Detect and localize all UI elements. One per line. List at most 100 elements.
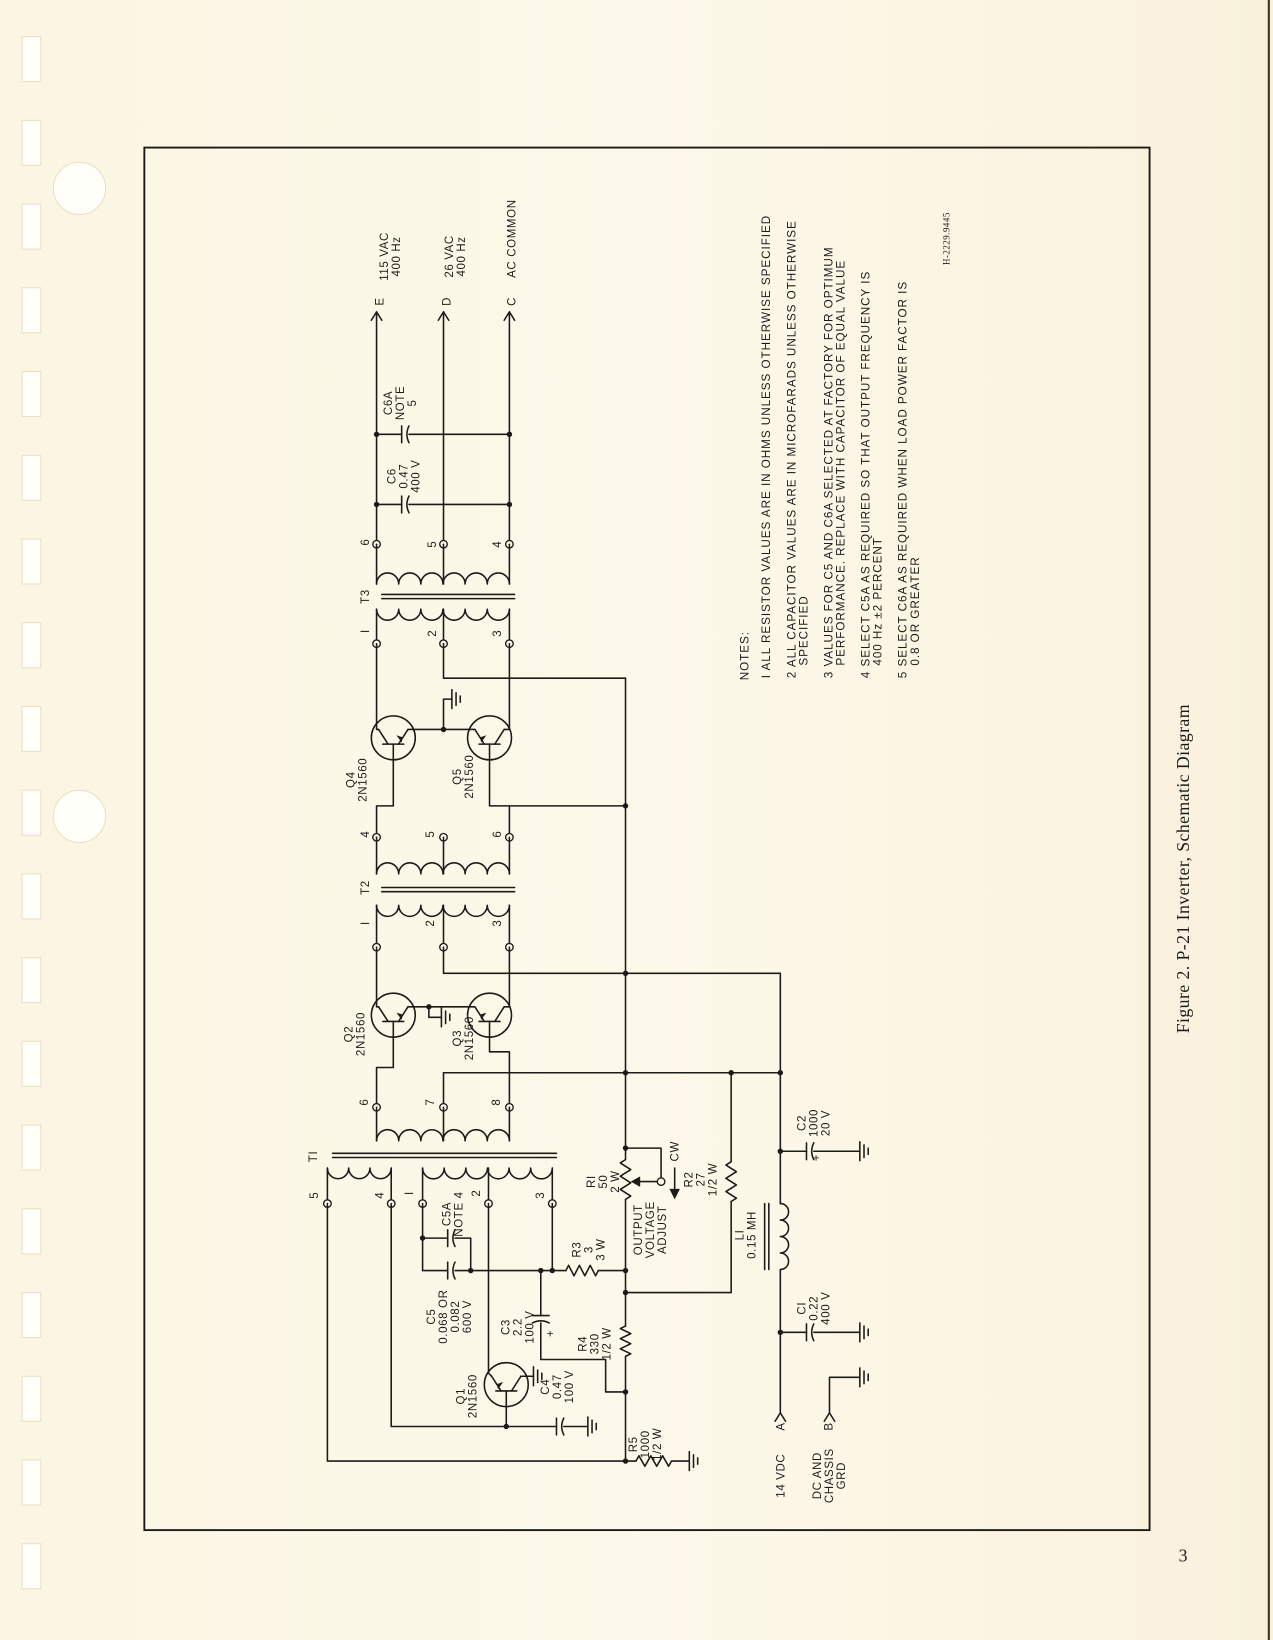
c5a-plate [452,1228,456,1248]
wire [503,946,511,1008]
label-t2-p2: 2 [425,920,437,927]
output-terminal-arrow [503,311,516,322]
note-2-line: SPECIFIED [797,595,810,665]
q3-emitter-arrow [480,1012,487,1020]
binder-slot [21,789,42,836]
label-c-letter: C [507,297,519,306]
label-c6: 400 V [410,460,422,493]
wire [375,1036,395,1109]
t2-secondary-winding [375,862,511,875]
label-c2: C2 [796,1115,808,1131]
label-q4: Q4 [345,771,357,788]
junction-dot [506,431,513,438]
binder-slot [21,1292,42,1339]
label-q2: Q2 [343,1026,355,1043]
wire [442,946,782,975]
label-t3-p3: 3 [492,630,504,637]
label-r3: 3 W [595,1238,607,1260]
label-c3-plus: + [545,1330,557,1337]
label-c5: 600 V [462,1300,474,1333]
label-t1-p3: 3 [535,1192,547,1199]
note-4-line: 4 SELECT C5A AS REQUIRED SO THAT OUTPUT … [860,271,873,678]
label-t1: TI [308,1151,320,1162]
label-t2-p6: 6 [492,831,504,838]
label-q1: Q1 [455,1388,467,1405]
label-t3: T3 [360,589,372,604]
label-b-letter: B [823,1422,835,1430]
label-l1: 0.15 MH [747,1211,759,1259]
label-r1: 50 [598,1175,610,1189]
c3-plate [531,1320,550,1324]
label-c4: 100 V [564,1370,576,1403]
wire [375,946,380,1008]
label-c6a: NOTE [395,386,407,420]
t1-feedback-winding [326,1167,392,1180]
label-adjust: VOLTAGE [645,1201,657,1258]
wire [828,1376,861,1414]
q5-emitter [474,728,486,745]
note-1-line: I ALL RESISTOR VALUES ARE IN OHMS UNLESS… [760,215,773,678]
label-q3: 2N1560 [464,1016,476,1060]
r1-wiper-arrow [630,1176,641,1187]
t3-secondary-winding [375,572,511,585]
label-t1-p5: 5 [309,1192,321,1199]
wire [488,759,511,839]
label-c3: 2.2 [512,1318,524,1336]
label-q1: 2N1560 [467,1374,479,1418]
label-t1-p7: 7 [425,1099,437,1106]
binder-slot [21,538,42,585]
label-r4: R4 [578,1336,590,1352]
junction-dot [419,1235,426,1241]
q4-collector [377,728,389,745]
label-r5: 1000 [640,1430,652,1458]
q4-emitter [397,728,409,745]
label-r4: 1/2 W [602,1327,614,1360]
junction-dot [622,1458,629,1464]
label-q3: Q3 [452,1030,464,1047]
terminal-pin [656,1177,666,1187]
q1-emitter-arrow [496,1382,504,1390]
label-c6: C6 [386,468,398,484]
notes-block: NOTES:I ALL RESISTOR VALUES ARE IN OHMS … [738,215,921,680]
label-q5: 2N1560 [464,755,476,799]
junction-dot [622,1289,629,1296]
binder-hole [52,161,107,216]
label-r2: 27 [695,1172,707,1186]
q5-emitter-arrow [480,735,487,743]
junction-dot [503,1423,509,1430]
label-r1: RI [586,1175,598,1188]
figure-caption: Figure 2. P-21 Inverter, Schematic Diagr… [1173,704,1193,1033]
q1-emitter [490,1375,502,1392]
label-c2-plus: + [811,1154,823,1161]
cw-arrow-head [669,1188,680,1200]
label-c5: 0.082 [450,1301,462,1333]
binder-slot [21,1208,42,1255]
binder-slot [21,873,42,920]
l1-inductor [779,1202,790,1271]
label-t1-p4: 4 [375,1192,387,1199]
label-r5: R5 [628,1436,640,1452]
label-c4: C4 [540,1379,552,1395]
label-t1-p2: 2 [471,1190,483,1197]
c6a-plate [406,425,410,444]
binder-slot [21,1124,42,1171]
note-2-line: 2 ALL CAPACITOR VALUES ARE IN MICROFARAD… [785,220,798,678]
c6-plate [406,495,410,514]
wire [442,642,627,679]
label-r5: 1/2 W [652,1428,664,1461]
label-t3-p4: 4 [492,541,504,548]
label-t2-p5: 5 [425,831,437,838]
r2-resistor [725,1160,738,1203]
note-5-line: 0.8 OR GREATER [909,556,922,665]
note-4-line: 400 Hz ±2 PERCENT [872,537,885,665]
wire [428,1006,443,1019]
label-b-desc: GRD [836,1462,848,1489]
figure-frame [143,146,1151,1532]
label-l1: LI [735,1230,747,1241]
binder-slot [21,1375,42,1422]
label-c4: 0.47 [552,1374,564,1399]
binder-hole [52,789,107,844]
wire [540,1322,627,1393]
